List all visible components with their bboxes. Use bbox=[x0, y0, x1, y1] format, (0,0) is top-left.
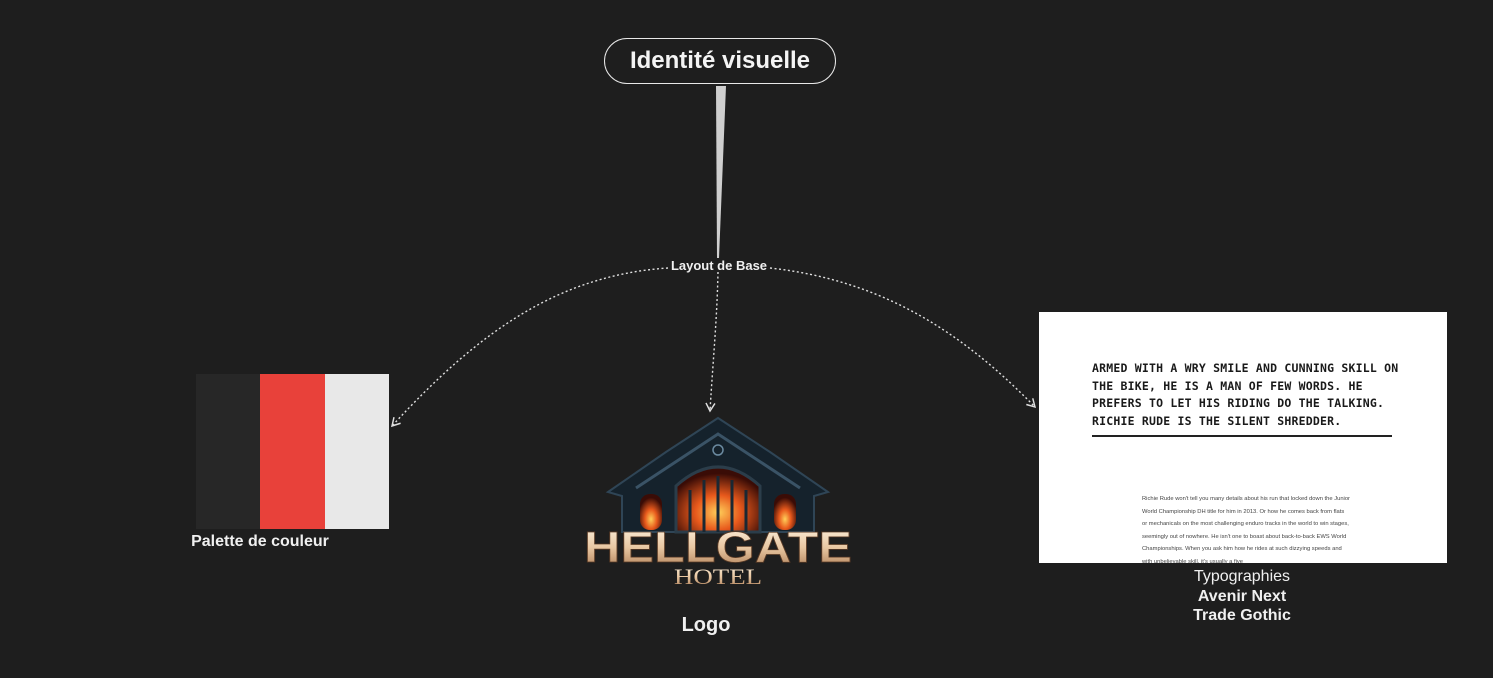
typography-sample-divider bbox=[1092, 435, 1392, 437]
swatch-2 bbox=[260, 374, 325, 529]
hellgate-hotel-logo[interactable]: HELLGATE HOTEL bbox=[578, 414, 858, 590]
swatch-0 bbox=[131, 374, 196, 529]
typography-sample-heading: ARMED WITH A WRY SMILE AND CUNNING SKILL… bbox=[1092, 361, 1399, 428]
swatch-1 bbox=[195, 374, 260, 529]
color-palette[interactable] bbox=[131, 374, 389, 529]
typography-sample-body: Richie Rude won't tell you many details … bbox=[1142, 496, 1350, 563]
branch-typography bbox=[769, 267, 1037, 409]
logo-brand-main: HELLGATE bbox=[584, 523, 852, 572]
root-node-title[interactable]: Identité visuelle bbox=[604, 38, 836, 84]
typography-font-0: Avenir Next bbox=[1197, 587, 1287, 605]
typography-font-1: Trade Gothic bbox=[1193, 607, 1291, 624]
branch-palette bbox=[391, 267, 669, 428]
typography-sample-card[interactable]: ARMED WITH A WRY SMILE AND CUNNING SKILL… bbox=[1039, 312, 1447, 563]
swatch-3 bbox=[324, 374, 389, 529]
typography-label: Typographies bbox=[1193, 568, 1291, 585]
logo-label: Logo bbox=[681, 614, 731, 636]
logo-brand-sub: HOTEL bbox=[674, 564, 762, 589]
root-trunk bbox=[716, 86, 726, 258]
branch-logo bbox=[705, 271, 719, 413]
typography-label-block: Typographies Avenir Next Trade Gothic bbox=[1142, 567, 1342, 626]
hub-label[interactable]: Layout de Base bbox=[670, 258, 768, 273]
palette-label: Palette de couleur bbox=[191, 533, 329, 550]
